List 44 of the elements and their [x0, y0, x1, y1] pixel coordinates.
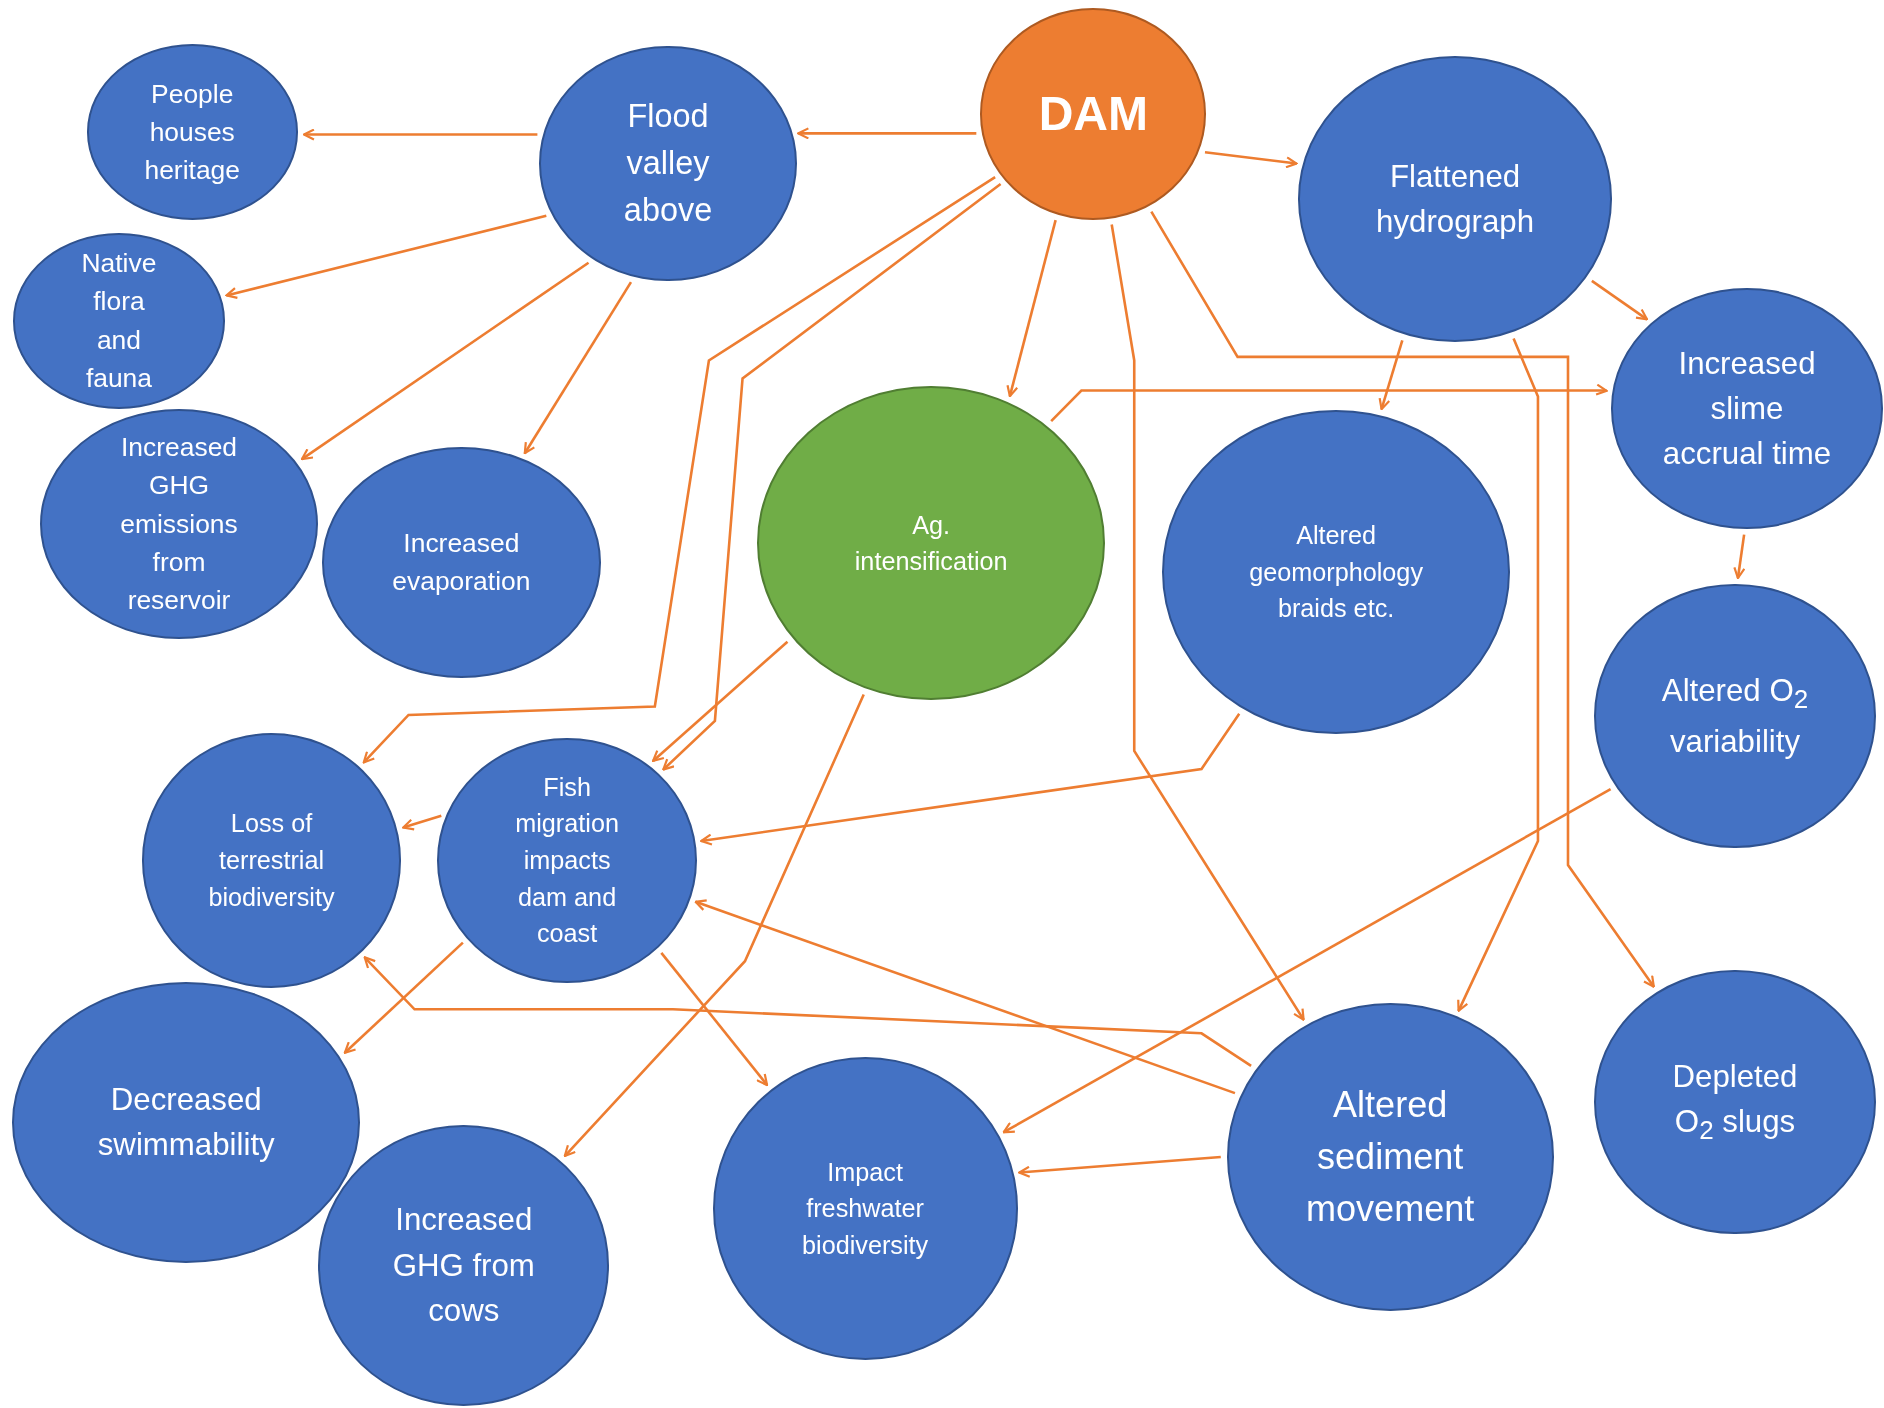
arrow: [1733, 534, 1746, 580]
arrow: [797, 127, 977, 140]
arrow: [1018, 1155, 1221, 1178]
node-label: Altered O$_{2}$ variability: [1660, 671, 1810, 761]
arrow: [363, 956, 1252, 1067]
node-label: DAM: [1038, 85, 1149, 143]
arrow: [563, 694, 865, 1158]
arrow: [300, 261, 590, 461]
node-label: Fish migration impacts dam and coast: [514, 771, 620, 950]
node-label: Ag. intensification: [853, 509, 1009, 578]
arrow: [1110, 224, 1305, 1021]
arrow: [700, 713, 1241, 846]
arrow: [660, 952, 769, 1087]
node-label: Native flora and fauna: [80, 247, 158, 396]
arrow: [343, 941, 464, 1054]
arrow: [652, 640, 789, 762]
arrow: [402, 814, 442, 831]
node-label: Loss of terrestrial biodiversity: [207, 808, 336, 913]
node-label: Flood valley above: [622, 96, 714, 230]
node-label: Increased evaporation: [391, 527, 532, 599]
node-label: Increased GHG emissions from reservoir: [119, 431, 239, 618]
arrow: [1204, 151, 1298, 169]
arrow: [362, 176, 996, 764]
arrow: [302, 128, 538, 141]
arrow: [662, 183, 1002, 771]
arrow: [1002, 788, 1612, 1134]
node-label: Increased slime accrual time: [1661, 344, 1833, 474]
arrow: [1591, 279, 1649, 321]
node-label: Increased GHG from cows: [391, 1201, 536, 1330]
arrow: [1006, 219, 1057, 398]
node-label: Altered geomorphology braids etc.: [1248, 520, 1424, 625]
arrow: [1378, 340, 1404, 411]
arrow: [225, 214, 547, 299]
arrow: [1150, 211, 1655, 988]
node-label: People houses heritage: [143, 77, 241, 188]
arrow: [523, 281, 633, 455]
node-label: Altered sediment movement: [1305, 1082, 1476, 1232]
arrow: [1457, 338, 1540, 1012]
node-label: Depleted O$_{2}$ slugs: [1671, 1057, 1799, 1148]
arrow: [694, 899, 1236, 1095]
node-label: Decreased swimmability: [96, 1080, 276, 1165]
arrow: [1050, 383, 1608, 423]
node-label: Flattened hydrograph: [1375, 158, 1535, 242]
node-label: Impact freshwater biodiversity: [801, 1156, 930, 1261]
